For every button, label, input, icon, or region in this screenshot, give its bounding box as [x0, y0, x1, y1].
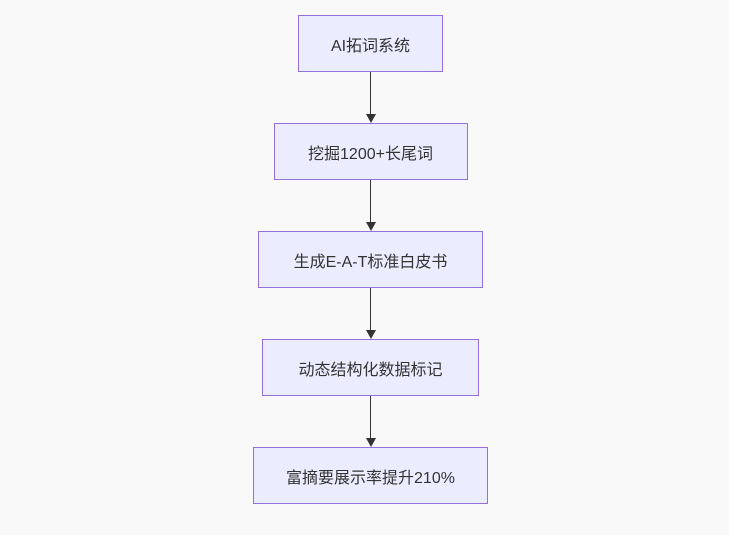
node-label: 挖掘1200+长尾词	[308, 145, 433, 163]
flow-edge-1	[365, 72, 376, 123]
node-label: 富摘要展示率提升210%	[286, 469, 455, 487]
flow-edge-3	[365, 288, 376, 339]
node-label: AI拓词系统	[330, 37, 411, 55]
arrow-down-icon	[365, 330, 376, 339]
edge-line	[369, 396, 372, 439]
arrow-down-icon	[365, 222, 376, 231]
flowchart-node-ai-expansion-system: AI拓词系统	[298, 15, 443, 72]
flowchart-node-longtail-keywords: 挖掘1200+长尾词	[273, 123, 468, 180]
flowchart-node-rich-snippet-rate: 富摘要展示率提升210%	[253, 447, 488, 504]
flowchart-node-structured-data-markup: 动态结构化数据标记	[262, 339, 479, 396]
edge-line	[369, 288, 372, 331]
node-label: 生成E-A-T标准白皮书	[293, 253, 448, 271]
flow-edge-2	[365, 180, 376, 231]
arrow-down-icon	[365, 438, 376, 447]
node-label: 动态结构化数据标记	[298, 361, 443, 379]
edge-line	[369, 180, 372, 223]
flow-edge-4	[365, 396, 376, 447]
arrow-down-icon	[365, 114, 376, 123]
flowchart-node-eat-whitepaper: 生成E-A-T标准白皮书	[258, 231, 483, 288]
edge-line	[369, 72, 372, 115]
